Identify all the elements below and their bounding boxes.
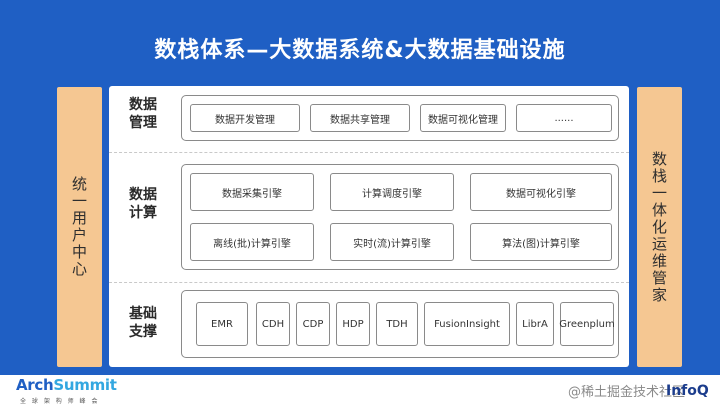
row-divider [109,152,629,153]
hdp-box: HDP [336,302,370,346]
tdh-box: TDH [376,302,418,346]
row-label-line: 数据 [129,97,157,113]
data-computing-group: 数据采集引擎 计算调度引擎 数据可视化引擎 离线(批)计算引擎 实时(流)计算引… [181,164,619,270]
row-divider [109,282,629,283]
cdp-box: CDP [296,302,330,346]
slide-title: 数栈体系—大数据系统&大数据基础设施 [154,38,566,63]
footer-bar: ArchSummit 全 球 架 构 师 峰 会 @稀土掘金技术社区 InfoQ [0,375,720,409]
realtime-stream-engine-box: 实时(流)计算引擎 [330,223,454,261]
unified-user-center-label: 统一用户中心 [70,176,88,278]
algorithm-graph-engine-box: 算法(图)计算引擎 [470,223,612,261]
data-visualization-engine-box: 数据可视化引擎 [470,173,612,211]
community-watermark: @稀土掘金技术社区 [568,385,686,400]
libra-box: LibrA [516,302,554,346]
fusioninsight-box: FusionInsight [424,302,510,346]
row-label-line: 计算 [129,205,157,221]
more-items-box: ...... [516,104,612,132]
data-management-group: 数据开发管理 数据共享管理 数据可视化管理 ...... [181,95,619,141]
ops-butler-label: 数栈一体化运维管家 [650,150,668,304]
data-visualization-management-box: 数据可视化管理 [420,104,506,132]
archsummit-logo: ArchSummit [16,376,117,394]
infoq-logo: InfoQ [666,383,709,399]
cdh-box: CDH [256,302,290,346]
archsummit-tagline: 全 球 架 构 师 峰 会 [20,398,100,405]
compute-scheduling-engine-box: 计算调度引擎 [330,173,454,211]
row-label-line: 数据 [129,187,157,203]
data-collection-engine-box: 数据采集引擎 [190,173,314,211]
row-label-line: 基础 [129,306,157,322]
greenplum-box: Greenplum [559,302,615,346]
logo-arch-text: Arch [16,376,54,394]
data-dev-management-box: 数据开发管理 [190,104,300,132]
data-sharing-management-box: 数据共享管理 [310,104,410,132]
row-label-infrastructure: 基础 支撑 [109,305,177,341]
row-label-data-management: 数据 管理 [109,96,177,132]
logo-summit-text: Summit [53,376,117,394]
unified-user-center-panel: 统一用户中心 [57,87,102,367]
infrastructure-group: EMR CDH CDP HDP TDH FusionInsight LibrA … [181,290,619,358]
row-label-data-computing: 数据 计算 [109,186,177,222]
emr-box: EMR [196,302,248,346]
offline-batch-engine-box: 离线(批)计算引擎 [190,223,314,261]
row-label-line: 管理 [129,115,157,131]
row-label-line: 支撑 [129,324,157,340]
architecture-main-panel: 数据 管理 数据开发管理 数据共享管理 数据可视化管理 ...... 数据 计算… [109,86,629,367]
ops-butler-panel: 数栈一体化运维管家 [637,87,682,367]
